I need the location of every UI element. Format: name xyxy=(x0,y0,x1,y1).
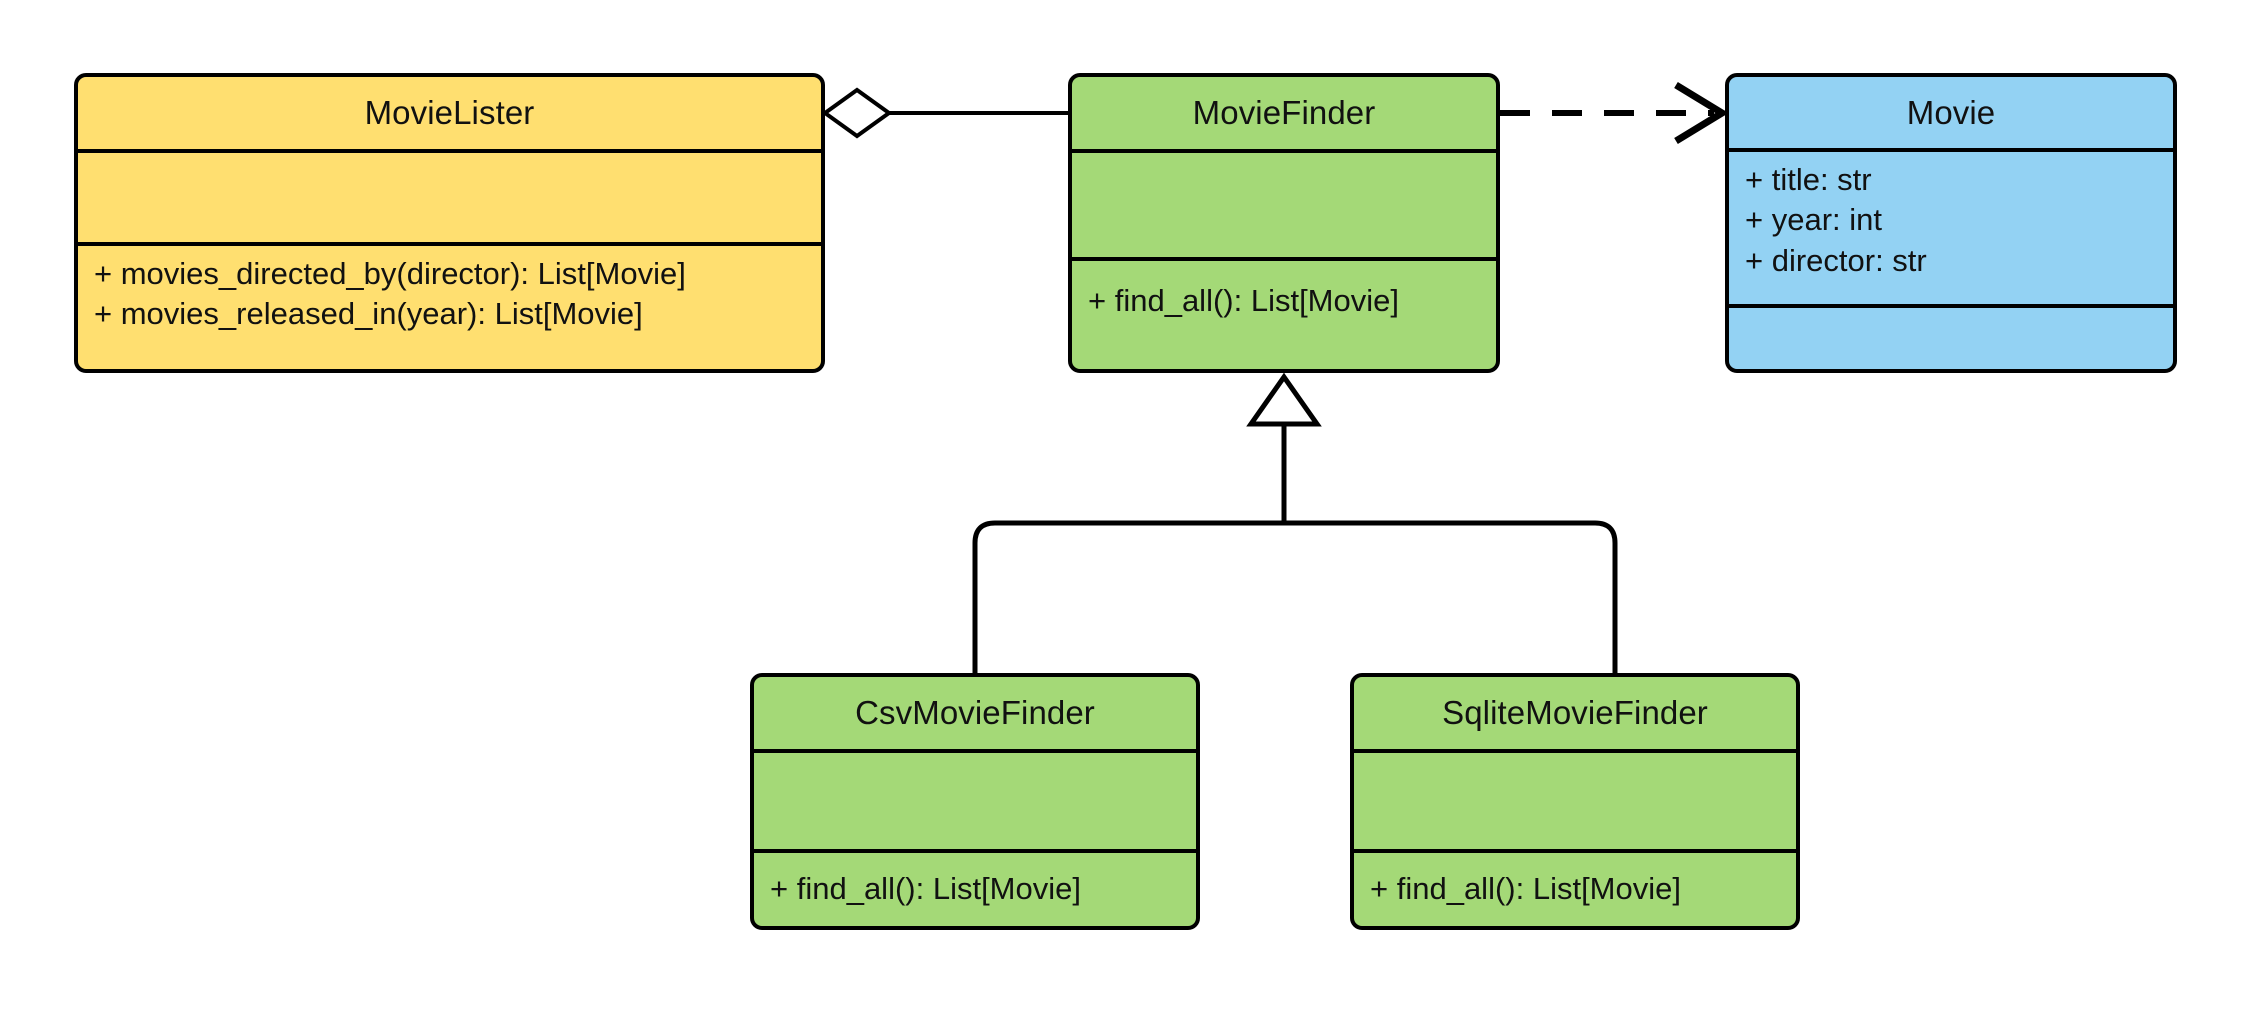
attribute-item: + director: str xyxy=(1745,242,1927,278)
edge-aggregation-lister-finder xyxy=(821,87,1068,139)
class-box-csv-movie-finder[interactable]: CsvMovieFinder + find_all(): List[Movie] xyxy=(750,673,1200,930)
class-box-movie-finder[interactable]: MovieFinder + find_all(): List[Movie] xyxy=(1068,73,1500,373)
edge-dependency-finder-movie xyxy=(1500,82,1729,144)
method-item: + find_all(): List[Movie] xyxy=(770,871,1081,906)
methods-compartment-sqlite-movie-finder: + find_all(): List[Movie] xyxy=(1354,849,1796,926)
method-item: + movies_directed_by(director): List[Mov… xyxy=(94,256,686,291)
attributes-compartment-movie-lister xyxy=(78,149,821,242)
class-name-label: Movie xyxy=(1906,93,1996,131)
class-name-label: MovieFinder xyxy=(1192,94,1376,131)
class-box-movie-lister[interactable]: MovieLister + movies_directed_by(directo… xyxy=(74,73,825,373)
class-box-movie[interactable]: Movie + title: str + year: int + directo… xyxy=(1725,73,2177,373)
method-item: + find_all(): List[Movie] xyxy=(1370,871,1681,906)
attributes-compartment-movie-finder xyxy=(1072,149,1496,257)
class-name-movie-finder: MovieFinder xyxy=(1072,77,1496,149)
class-name-label: SqliteMovieFinder xyxy=(1442,694,1708,731)
methods-compartment-movie xyxy=(1729,304,2173,369)
generalization-branch-csv xyxy=(972,520,1284,673)
class-box-sqlite-movie-finder[interactable]: SqliteMovieFinder + find_all(): List[Mov… xyxy=(1350,673,1800,930)
hollow-diamond-icon xyxy=(821,87,893,139)
class-name-movie: Movie xyxy=(1729,77,2173,148)
generalization-branch-sqlite xyxy=(1284,520,1618,673)
methods-compartment-movie-lister: + movies_directed_by(director): List[Mov… xyxy=(78,242,821,369)
method-item: + movies_released_in(year): List[Movie] xyxy=(94,296,643,332)
attribute-item: + title: str xyxy=(1745,162,1872,197)
methods-compartment-csv-movie-finder: + find_all(): List[Movie] xyxy=(754,849,1196,926)
attributes-compartment-sqlite-movie-finder xyxy=(1354,749,1796,849)
method-item: + find_all(): List[Movie] xyxy=(1088,283,1399,318)
class-name-csv-movie-finder: CsvMovieFinder xyxy=(754,677,1196,749)
class-name-label: MovieLister xyxy=(364,94,535,131)
class-name-label: CsvMovieFinder xyxy=(855,694,1095,731)
attributes-compartment-movie: + title: str + year: int + director: str xyxy=(1729,148,2173,304)
hollow-triangle-icon xyxy=(1246,372,1322,427)
attributes-compartment-csv-movie-finder xyxy=(754,749,1196,849)
methods-compartment-movie-finder: + find_all(): List[Movie] xyxy=(1072,257,1496,369)
open-arrow-icon xyxy=(1674,82,1729,144)
edge-generalization-tree xyxy=(972,372,1618,673)
class-name-movie-lister: MovieLister xyxy=(78,77,821,149)
class-name-sqlite-movie-finder: SqliteMovieFinder xyxy=(1354,677,1796,749)
attribute-item: + year: int xyxy=(1745,202,1882,238)
